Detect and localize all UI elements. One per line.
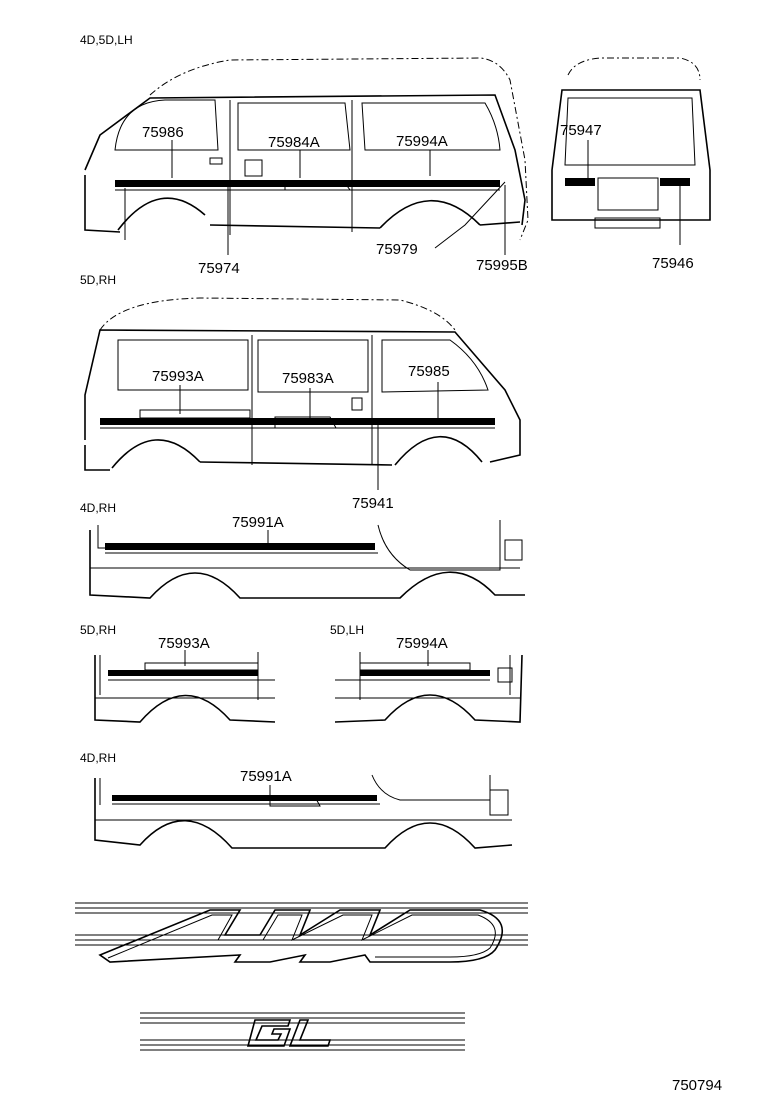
part-75993A: 75993A <box>152 368 204 385</box>
van-rear-view: 75947 75946 <box>551 57 711 272</box>
section-label-5d-rh: 5D,RH <box>80 273 116 287</box>
part-75991A-2: 75991A <box>240 768 292 785</box>
part-75994A: 75994A <box>396 133 448 150</box>
section-label-4d-rh: 4D,RH <box>80 501 116 515</box>
rear-stripe-left <box>565 178 595 186</box>
section-label-5d-lh-partial: 5D,LH <box>330 623 364 637</box>
emblem-gl <box>140 1012 465 1051</box>
callouts-lh: 75986 75984A 75994A 75974 75979 75995B <box>124 124 528 277</box>
part-75984A: 75984A <box>268 134 320 151</box>
section-label-4d-rh-2: 4D,RH <box>80 751 116 765</box>
van-4d-rh-lower-2: 75991A <box>94 768 513 849</box>
van-5d-lh-partial: 75994A <box>334 635 523 723</box>
part-75979: 75979 <box>376 241 418 258</box>
van-5d-rh-partial: 75993A <box>94 635 276 723</box>
diagram-id: 750794 <box>672 1077 722 1094</box>
part-75941: 75941 <box>352 495 394 512</box>
part-75995B: 75995B <box>476 257 528 274</box>
part-75947: 75947 <box>560 122 602 139</box>
part-75974: 75974 <box>198 260 240 277</box>
stripe-rh <box>100 418 495 425</box>
stripe-5d-lh <box>360 670 490 676</box>
part-75983A: 75983A <box>282 370 334 387</box>
rear-stripe-right <box>660 178 690 186</box>
part-75994A-partial: 75994A <box>396 635 448 652</box>
van-4d-rh-lower: 75991A <box>89 514 525 599</box>
stripe-5d-rh <box>108 670 258 676</box>
part-75993A-partial: 75993A <box>158 635 210 652</box>
stripe-4d-rh <box>105 543 375 550</box>
stripe-4d-rh-2 <box>112 795 377 801</box>
emblem-4wd <box>75 902 528 963</box>
part-75991A: 75991A <box>232 514 284 531</box>
van-rh-side <box>84 297 521 471</box>
part-75946: 75946 <box>652 255 694 272</box>
part-75985: 75985 <box>408 363 450 380</box>
callouts-rh: 75993A 75983A 75985 75941 <box>152 363 450 512</box>
van-lh-side <box>84 57 529 241</box>
part-75986: 75986 <box>142 124 184 141</box>
section-label-5d-rh-partial: 5D,RH <box>80 623 116 637</box>
section-label-4d-5d-lh: 4D,5D,LH <box>80 33 133 47</box>
